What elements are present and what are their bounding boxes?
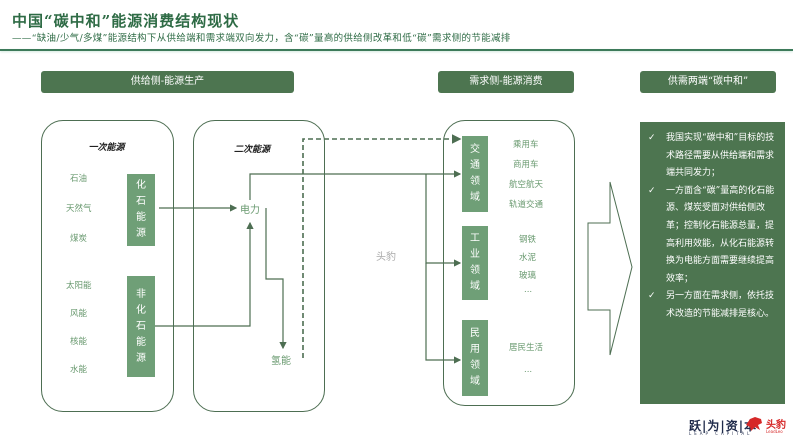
- summary-point: ✓ 一方面含“碳”量高的化石能源、煤炭受面对供给侧改革；控制化石能源总量，提高利…: [648, 183, 777, 289]
- industry-label-char: 工: [470, 233, 480, 244]
- electricity-to-transport-arrow: [249, 170, 462, 200]
- electricity-label: 电力: [240, 205, 260, 216]
- civil-label-char: 领: [470, 360, 480, 371]
- hydrogen-to-transport-dashed-arrow: [302, 134, 462, 358]
- civil-item: ...: [524, 365, 533, 375]
- industry-item: 钢铁: [519, 235, 537, 245]
- transport-item: 航空航天: [509, 180, 544, 190]
- nonfossil-energy-box: 非 化 石 能 源: [127, 276, 155, 377]
- civil-sector-box: 民 用 领 域: [462, 320, 488, 396]
- civil-label-char: 域: [470, 376, 480, 387]
- industry-sector-box: 工 业 领 域: [462, 226, 488, 300]
- leadleo-logo-sub: LeadLeo: [766, 429, 783, 434]
- both-sides-header: 供需两端“碳中和”: [640, 71, 776, 93]
- header-divider: [0, 49, 793, 51]
- industry-label-char: 域: [470, 281, 480, 292]
- check-icon: ✓: [648, 133, 656, 143]
- industry-item: 玻璃: [519, 271, 537, 281]
- fossil-label-char: 能: [136, 212, 146, 223]
- leadleo-logo: 头豹: [766, 420, 786, 431]
- transport-item: 轨道交通: [509, 200, 544, 210]
- leap-capital-logo-sub: LEAP CAPITAL: [689, 431, 753, 436]
- transport-sector-box: 交 通 领 域: [462, 136, 488, 212]
- industry-item: ...: [524, 285, 533, 295]
- transport-label-char: 域: [470, 192, 480, 203]
- nonfossil-label-char: 石: [136, 320, 146, 332]
- primary-energy-title: 一次能源: [88, 143, 125, 153]
- fossil-label-char: 源: [136, 228, 146, 239]
- big-right-arrow: [587, 181, 633, 356]
- secondary-energy-title: 二次能源: [233, 145, 270, 155]
- transport-label-char: 通: [470, 160, 480, 171]
- nonfossil-item: 太阳能: [66, 281, 92, 291]
- industry-label-char: 业: [470, 249, 480, 260]
- fossil-item: 天然气: [66, 204, 92, 214]
- supply-side-header: 供给侧-能源生产: [41, 71, 294, 93]
- fossil-label-char: 化: [136, 180, 146, 191]
- primary-energy-panel: [41, 120, 174, 412]
- fossil-item: 煤炭: [70, 234, 88, 244]
- fossil-label-char: 石: [136, 196, 146, 207]
- summary-panel: ✓ 我国实现“碳中和”目标的技术路径需要从供给端和需求端共同发力； ✓ 一方面含…: [640, 122, 785, 404]
- nonfossil-item: 水能: [70, 365, 88, 375]
- electricity-to-industry-arrow: [425, 174, 462, 267]
- nonfossil-label-char: 能: [136, 336, 146, 348]
- check-icon: ✓: [648, 291, 656, 302]
- leopard-icon: [746, 417, 762, 431]
- page-subtitle: ——“缺油/少气/多煤”能源结构下从供给端和需求端双向发力，含“碳”量高的供给侧…: [12, 33, 511, 44]
- summary-point: ✓ 另一方面在需求侧，依托技术改造的节能减排是核心。: [648, 288, 777, 323]
- civil-label-char: 民: [470, 328, 480, 339]
- industry-label-char: 领: [470, 265, 480, 276]
- nonfossil-label-char: 源: [136, 352, 146, 364]
- electricity-to-civil-arrow: [425, 263, 462, 364]
- transport-item: 乘用车: [513, 140, 539, 150]
- nonfossil-label-char: 化: [136, 304, 146, 316]
- summary-point-text: 我国实现“碳中和”目标的技术路径需要从供给端和需求端共同发力；: [666, 133, 775, 179]
- nonfossil-item: 风能: [70, 309, 88, 319]
- watermark: 头豹: [376, 252, 396, 263]
- electricity-to-hydrogen-arrow: [265, 208, 287, 350]
- nonfossil-label-char: 非: [136, 288, 146, 300]
- page-title: 中国“碳中和”能源消费结构现状: [12, 12, 240, 30]
- secondary-energy-panel: [193, 120, 325, 412]
- demand-side-header: 需求侧-能源消费: [438, 71, 574, 93]
- check-icon: ✓: [648, 185, 656, 196]
- nonfossil-item: 核能: [70, 337, 88, 347]
- transport-label-char: 领: [470, 176, 480, 187]
- leap-capital-logo: 跃|为|资|本: [689, 419, 758, 433]
- industry-item: 水泥: [519, 253, 537, 263]
- summary-point-text: 一方面含“碳”量高的化石能源、煤炭受面对供给侧改革；控制化石能源总量，提高利用效…: [666, 185, 775, 284]
- transport-label-char: 交: [470, 144, 480, 155]
- fossil-item: 石油: [70, 174, 88, 184]
- civil-label-char: 用: [470, 344, 480, 355]
- fossil-energy-box: 化 石 能 源: [127, 174, 155, 246]
- summary-point: ✓ 我国实现“碳中和”目标的技术路径需要从供给端和需求端共同发力；: [648, 130, 777, 183]
- civil-item: 居民生活: [509, 343, 544, 353]
- nonfossil-to-electricity-arrow: [155, 221, 254, 327]
- hydrogen-label: 氢能: [271, 356, 291, 367]
- transport-item: 商用车: [513, 160, 539, 170]
- summary-point-text: 另一方面在需求侧，依托技术改造的节能减排是核心。: [666, 291, 775, 319]
